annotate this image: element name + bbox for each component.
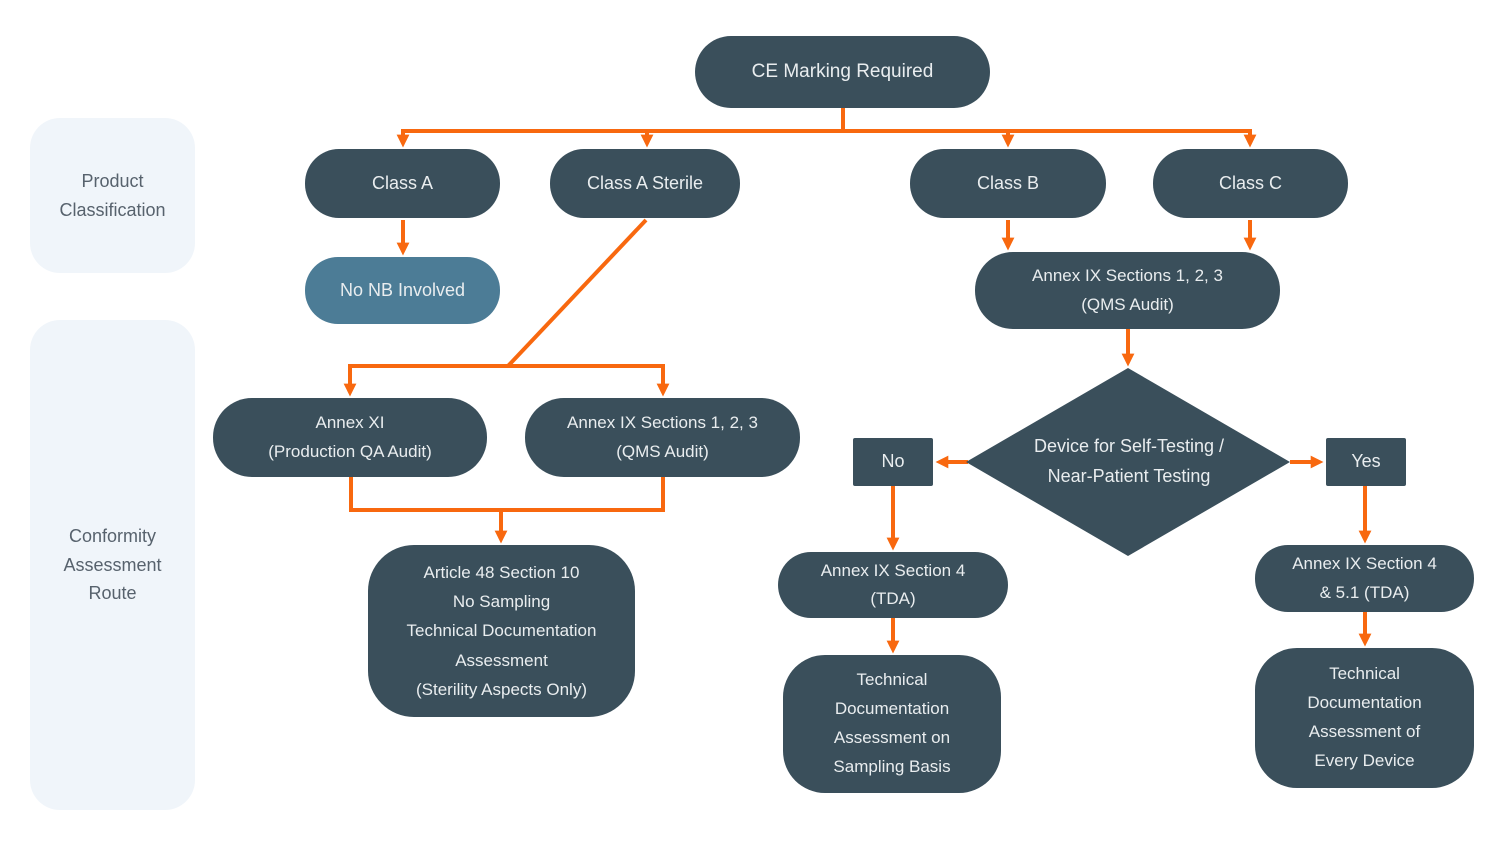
- decision-diamond-shape: [966, 368, 1290, 556]
- node-decision-yes: Yes: [1326, 438, 1406, 486]
- node-class-a: Class A: [305, 149, 500, 218]
- connector-split-to-annex-xi-and-ix: [343, 364, 670, 397]
- node-tda-sampling-basis: Technical Documentation Assessment on Sa…: [783, 655, 1001, 793]
- node-class-b: Class B: [910, 149, 1106, 218]
- row-label-conformity-assessment-route: Conformity Assessment Route: [30, 320, 195, 810]
- row-label-product-classification: Product Classification: [30, 118, 195, 273]
- node-article-48-section-10: Article 48 Section 10 No Sampling Techni…: [368, 545, 635, 717]
- node-annex-ix-qms-class-b-c: Annex IX Sections 1, 2, 3 (QMS Audit): [975, 252, 1280, 329]
- node-decision-no: No: [853, 438, 933, 486]
- node-class-c: Class C: [1153, 149, 1348, 218]
- node-class-a-sterile: Class A Sterile: [550, 149, 740, 218]
- node-tda-every-device: Technical Documentation Assessment of Ev…: [1255, 648, 1474, 788]
- node-annex-ix-section-4-5-1-tda: Annex IX Section 4 & 5.1 (TDA): [1255, 545, 1474, 612]
- node-annex-xi-production-qa: Annex XI (Production QA Audit): [213, 398, 487, 477]
- node-decision-self-testing: Device for Self-Testing / Near-Patient T…: [1033, 436, 1225, 486]
- connector-merge-below-annex-boxes: [349, 477, 665, 512]
- connector-ce-to-class-a-and-c: [396, 129, 1257, 148]
- node-annex-ix-section-4-tda: Annex IX Section 4 (TDA): [778, 552, 1008, 618]
- node-no-nb-involved: No NB Involved: [305, 257, 500, 324]
- node-ce-marking-required: CE Marking Required: [695, 36, 990, 108]
- node-annex-ix-qms-sterile: Annex IX Sections 1, 2, 3 (QMS Audit): [525, 398, 800, 477]
- connector-class-a-sterile-diagonal: [506, 218, 648, 368]
